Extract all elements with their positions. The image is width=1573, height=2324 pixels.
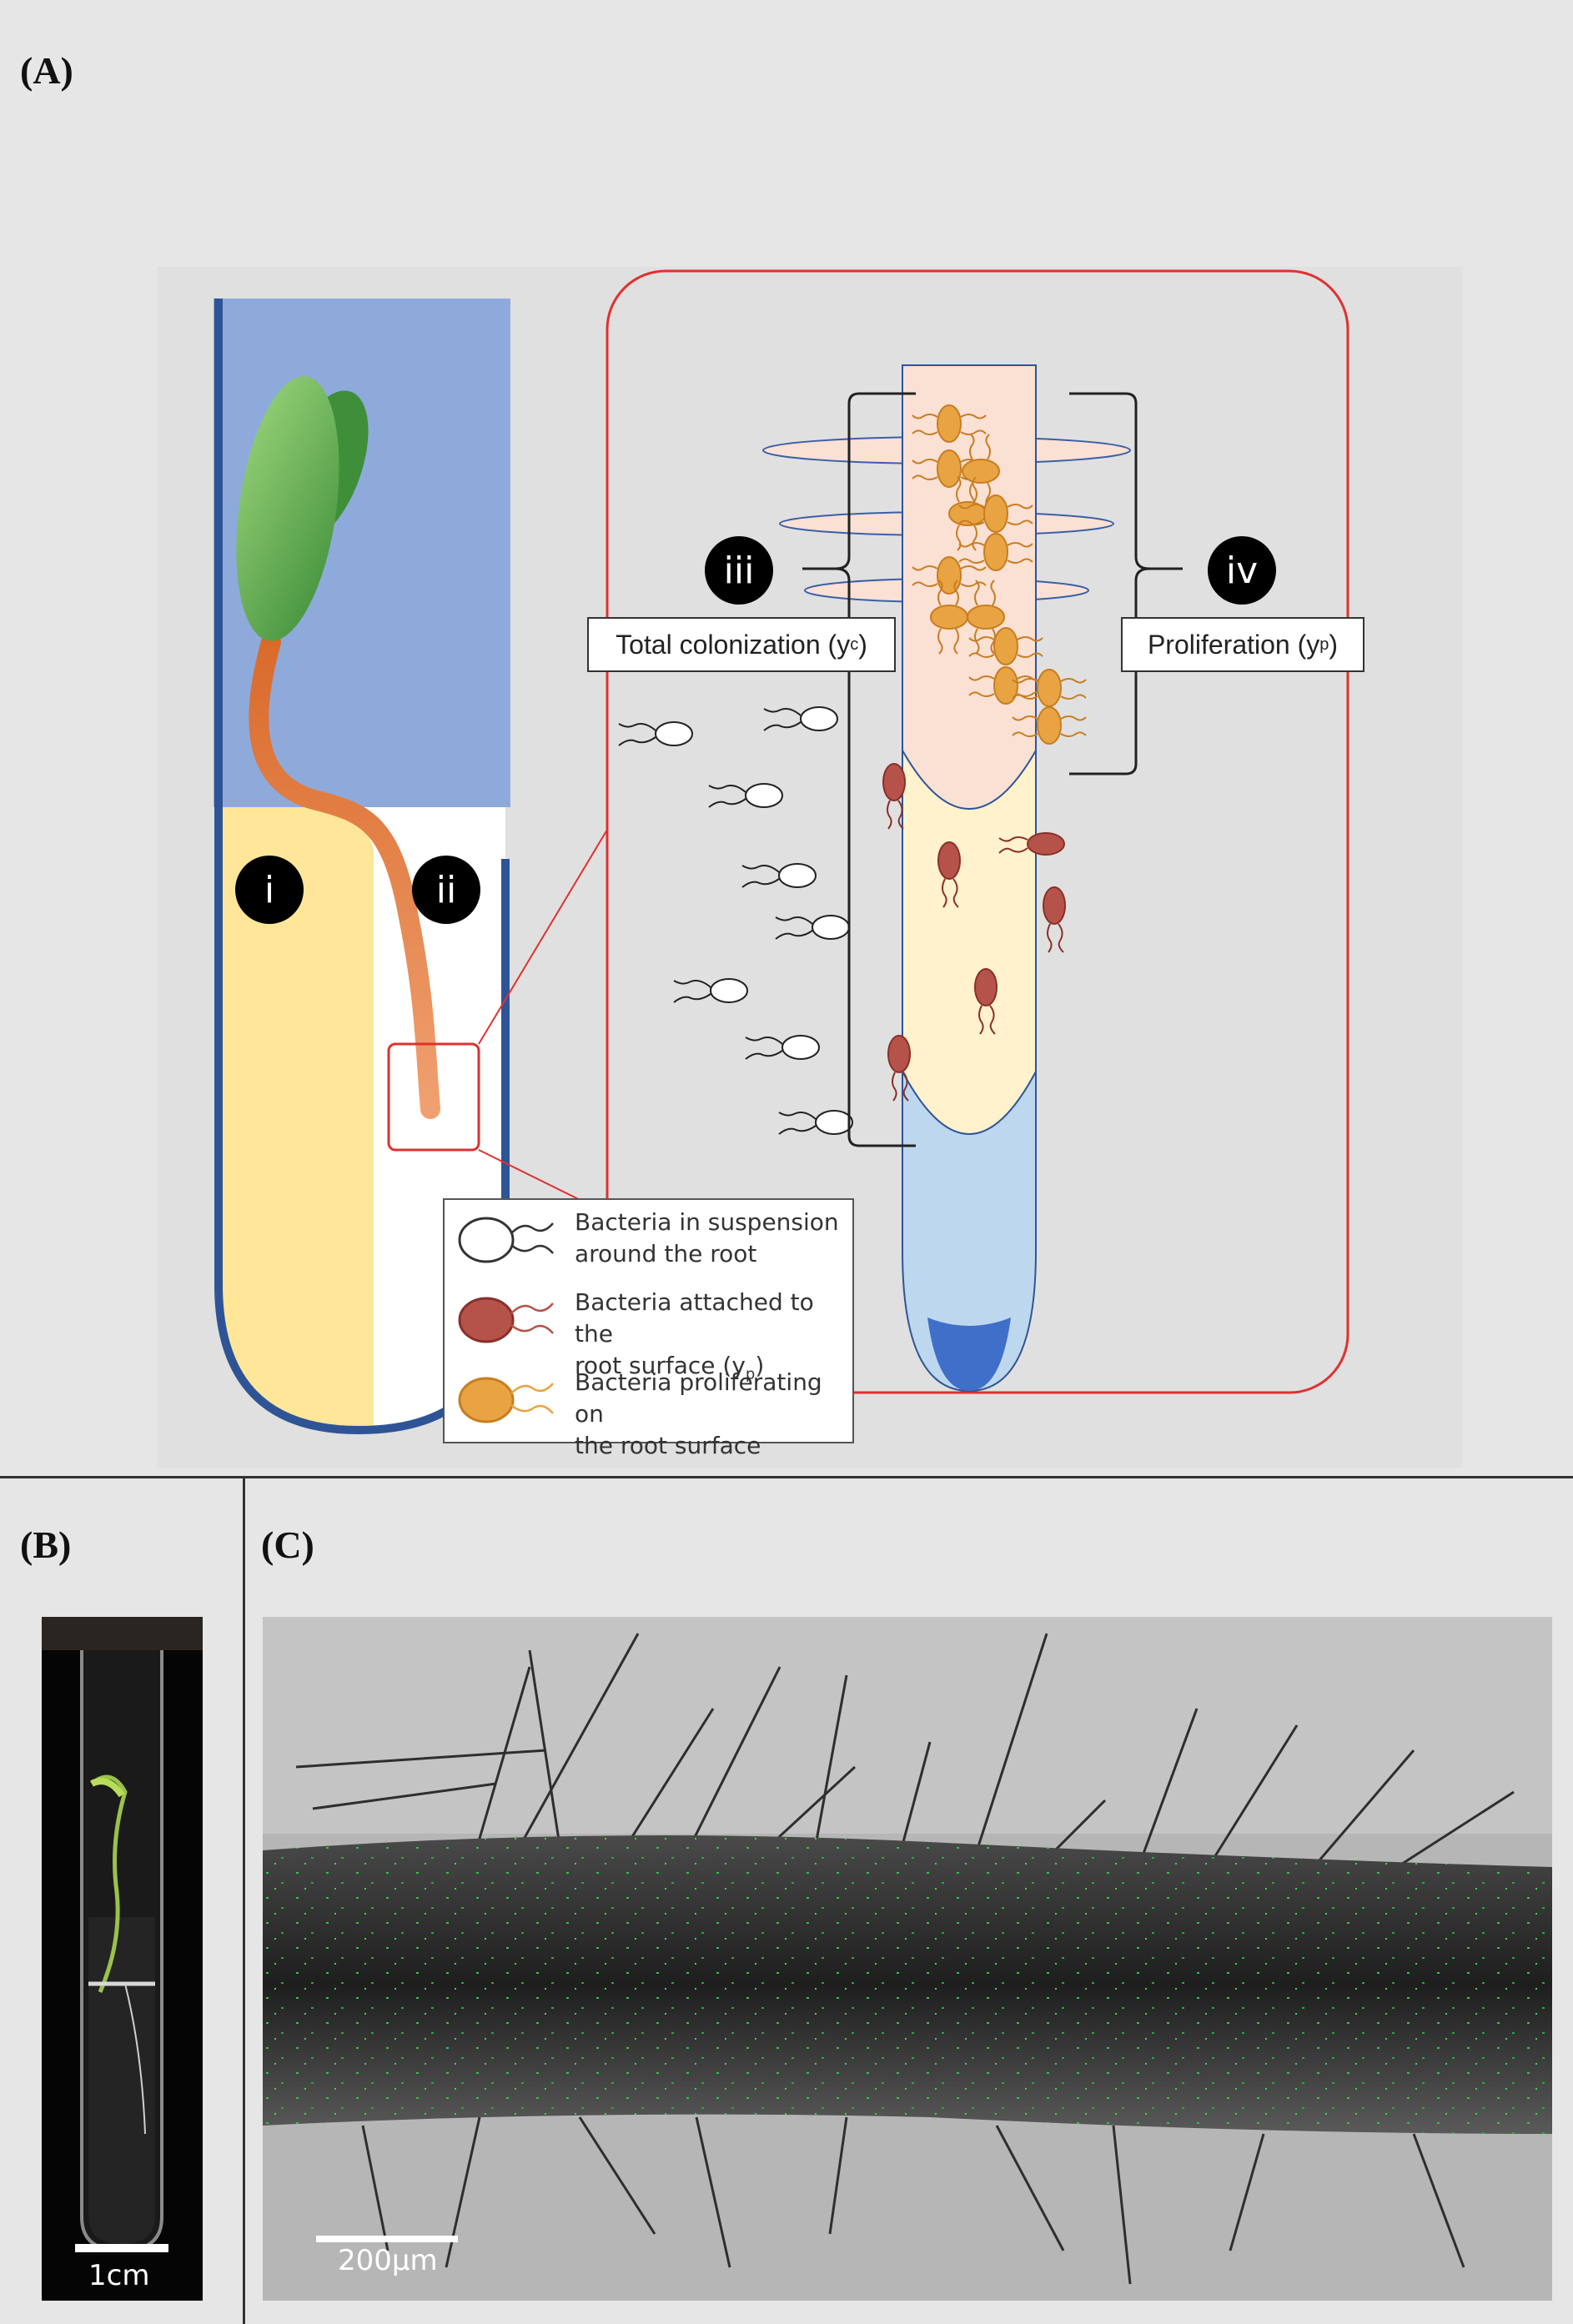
scale-bar-label-c: 200μm	[338, 2244, 438, 2277]
panel-b-photo: 1cm	[42, 1617, 203, 2301]
legend-item-proliferating: Bacteria proliferating on the root surfa…	[445, 1360, 852, 1459]
legend-text-line: Bacteria in suspension	[575, 1208, 839, 1236]
legend-close-paren: )	[755, 1352, 765, 1379]
test-tube	[214, 299, 510, 1435]
orange-bacterium-icon	[458, 1377, 554, 1423]
panel-label-c: (C)	[261, 1523, 314, 1566]
panel-a-diagram	[214, 269, 1349, 1435]
legend: Bacteria in suspension around the root B…	[443, 1198, 854, 1459]
legend-text-line: Bacteria proliferating on	[575, 1368, 822, 1428]
badge-iv: iv	[1208, 536, 1276, 605]
total-colonization-bracket	[802, 392, 916, 1147]
legend-text-line: the root surface	[575, 1432, 761, 1459]
scale-bar-label-b: 1cm	[88, 2259, 150, 2292]
white-bacterium-icon	[458, 1217, 554, 1263]
inset-marker	[387, 1042, 480, 1152]
horizontal-divider	[0, 1476, 1573, 1478]
seedling	[236, 376, 440, 1119]
zoom-line-top	[478, 829, 608, 1045]
red-bacterium-icon	[458, 1297, 554, 1343]
legend-text-line: around the root	[575, 1240, 757, 1267]
legend-text-line: root surface (y	[575, 1352, 746, 1379]
legend-item-suspension: Bacteria in suspension around the root	[445, 1200, 852, 1280]
root-zoom	[762, 364, 1131, 1393]
badge-i: i	[235, 856, 304, 924]
badge-ii: ii	[412, 856, 480, 924]
proliferation-bracket	[1069, 392, 1183, 776]
legend-text-line: Bacteria attached to the	[575, 1288, 814, 1348]
vertical-divider	[243, 1478, 245, 2324]
legend-item-attached: Bacteria attached to the root surface (y…	[445, 1280, 852, 1383]
root-micrograph-image	[263, 1617, 1552, 2301]
test-tube-photo	[42, 1617, 203, 2253]
badge-iii: iii	[705, 536, 773, 605]
zoom-inset-frame	[606, 269, 1349, 1394]
panel-label-a: (A)	[20, 49, 73, 92]
legend-subscript: p	[745, 1365, 756, 1383]
panel-label-b: (B)	[20, 1523, 72, 1566]
panel-c-micrograph: 200μm	[263, 1617, 1552, 2301]
